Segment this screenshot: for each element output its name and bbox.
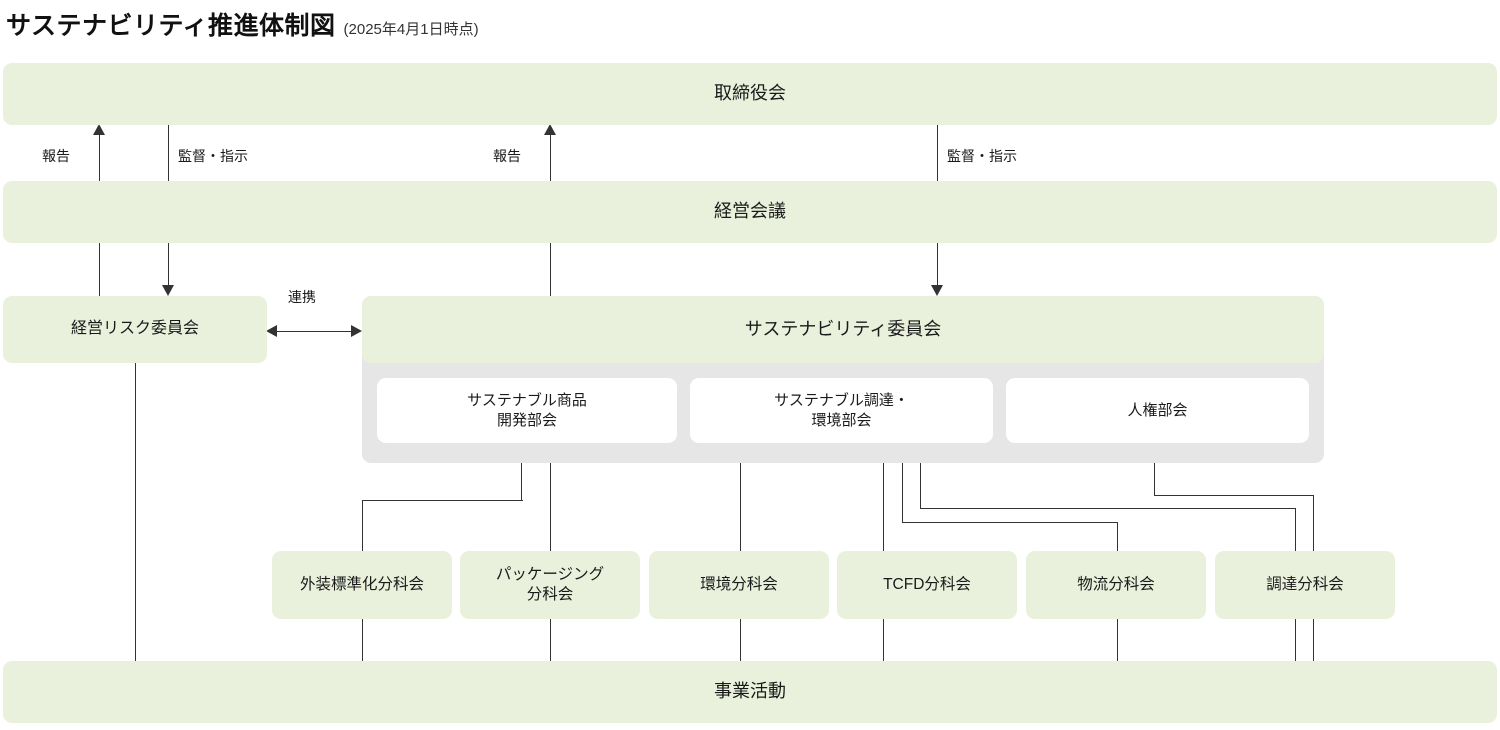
node-wg-packaging-label-line1: パッケージング xyxy=(495,566,605,584)
edge-product-to-packaging-std-seg2 xyxy=(362,500,523,501)
node-wg-logistics: 物流分科会 xyxy=(1026,551,1206,619)
edge-wg-logistics-to-business-line xyxy=(1117,619,1118,661)
edge-product-to-packaging-std-seg1 xyxy=(521,443,522,501)
node-wg-packaging: パッケージング 分科会 xyxy=(460,551,640,619)
edge-wg-procurement-to-business-line-b xyxy=(1313,619,1314,661)
edge-product-to-packaging-std-seg3 xyxy=(362,500,363,551)
node-wg-exterior-standardization: 外装標準化分科会 xyxy=(272,551,452,619)
edge-label-report-2: 報告 xyxy=(493,148,521,164)
node-business-activities-label: 事業活動 xyxy=(714,681,786,702)
edge-label-coordinate: 連携 xyxy=(288,289,316,305)
node-business-activities: 事業活動 xyxy=(3,661,1497,723)
node-management-risk-committee: 経営リスク委員会 xyxy=(3,296,267,363)
edge-wg-packaging-to-business-line xyxy=(550,619,551,661)
edge-exec-to-risk-line xyxy=(99,243,100,297)
edge-procure-to-procurement-seg1 xyxy=(920,443,921,509)
edge-humanrights-to-procurement-seg1 xyxy=(1154,443,1155,496)
page-title: サステナビリティ推進体制図 (2025年4月1日時点) xyxy=(6,6,479,42)
node-sub-product-label-line2: 開発部会 xyxy=(496,411,557,429)
node-wg-tcfd: TCFD分科会 xyxy=(837,551,1017,619)
edge-exec-to-risk-arrow-line xyxy=(168,243,169,286)
edge-exec-to-sustainability-arrowhead-icon xyxy=(931,285,943,296)
page-title-subtitle: (2025年4月1日時点) xyxy=(343,21,479,38)
node-management-meeting-label: 経営会議 xyxy=(714,201,786,222)
edge-procure-to-logistics-seg1 xyxy=(902,443,903,523)
edge-procure-to-logistics-seg3 xyxy=(1117,522,1118,551)
node-wg-exterior-standardization-label: 外装標準化分科会 xyxy=(299,576,424,594)
edge-humanrights-to-procurement-seg3 xyxy=(1313,495,1314,551)
node-sub-product-label-line1: サステナブル商品 xyxy=(467,392,587,410)
node-sub-procure-label-line1: サステナブル調達・ xyxy=(774,392,909,410)
edge-procure-to-environment-line xyxy=(740,443,741,551)
edge-procure-to-procurement-seg2 xyxy=(920,508,1296,509)
page-title-main: サステナビリティ推進体制図 xyxy=(6,12,336,40)
edge-coordinate-right-arrowhead-icon xyxy=(351,325,362,337)
node-wg-procurement: 調達分科会 xyxy=(1215,551,1395,619)
node-sub-product-label: サステナブル商品 開発部会 xyxy=(467,391,587,429)
node-sub-sustainable-product-development: サステナブル商品 開発部会 xyxy=(377,378,677,443)
edge-coordinate-line xyxy=(272,331,357,332)
node-wg-packaging-label-line2: 分科会 xyxy=(526,586,574,603)
node-wg-tcfd-label: TCFD分科会 xyxy=(883,576,971,594)
edge-exec-to-sustainability-line xyxy=(550,243,551,297)
node-sub-sustainable-procurement-environment: サステナブル調達・ 環境部会 xyxy=(690,378,993,443)
edge-label-supervise-1: 監督・指示 xyxy=(178,148,248,164)
edge-procure-to-logistics-seg2 xyxy=(902,522,1118,523)
node-board-label: 取締役会 xyxy=(714,83,786,104)
edge-risk-to-business-line xyxy=(135,363,136,661)
edge-wg-exterior-to-business-line xyxy=(362,619,363,661)
edge-humanrights-to-procurement-seg2 xyxy=(1154,495,1314,496)
edge-exec-to-risk-arrowhead-icon xyxy=(162,285,174,296)
edge-supervise-1-line xyxy=(168,125,169,181)
node-wg-environment: 環境分科会 xyxy=(649,551,829,619)
node-sub-procure-label: サステナブル調達・ 環境部会 xyxy=(774,391,909,429)
node-sub-human-rights: 人権部会 xyxy=(1006,378,1309,443)
node-wg-environment-label: 環境分科会 xyxy=(700,576,778,594)
node-board-of-directors: 取締役会 xyxy=(3,63,1497,125)
edge-report-1-line xyxy=(99,133,100,181)
node-risk-committee-label: 経営リスク委員会 xyxy=(70,320,199,338)
edge-wg-environment-to-business-line xyxy=(740,619,741,661)
edge-report-1-arrowhead-icon xyxy=(93,124,105,135)
edge-label-supervise-2: 監督・指示 xyxy=(947,148,1017,164)
node-sustainability-committee: サステナビリティ委員会 xyxy=(362,296,1324,363)
edge-exec-to-sustainability-arrow-line xyxy=(937,243,938,286)
edge-coordinate-left-arrowhead-icon xyxy=(266,325,277,337)
edge-procure-to-procurement-seg3 xyxy=(1295,508,1296,551)
node-sub-human-rights-label: 人権部会 xyxy=(1127,401,1188,419)
edge-supervise-2-line xyxy=(937,125,938,181)
edge-label-report-1: 報告 xyxy=(42,148,70,164)
edge-report-2-line xyxy=(550,133,551,181)
node-management-meeting: 経営会議 xyxy=(3,181,1497,243)
edge-report-2-arrowhead-icon xyxy=(544,124,556,135)
edge-wg-tcfd-to-business-line xyxy=(883,619,884,661)
edge-wg-procurement-to-business-line-a xyxy=(1295,619,1296,661)
node-wg-packaging-label: パッケージング 分科会 xyxy=(496,565,604,605)
edge-procure-to-tcfd-line xyxy=(883,443,884,551)
node-wg-logistics-label: 物流分科会 xyxy=(1077,576,1155,594)
edge-product-to-packaging-line xyxy=(550,443,551,551)
node-wg-procurement-label: 調達分科会 xyxy=(1266,576,1344,594)
node-sustainability-committee-label: サステナビリティ委員会 xyxy=(744,318,942,339)
node-sub-procure-label-line2: 環境部会 xyxy=(811,411,872,429)
